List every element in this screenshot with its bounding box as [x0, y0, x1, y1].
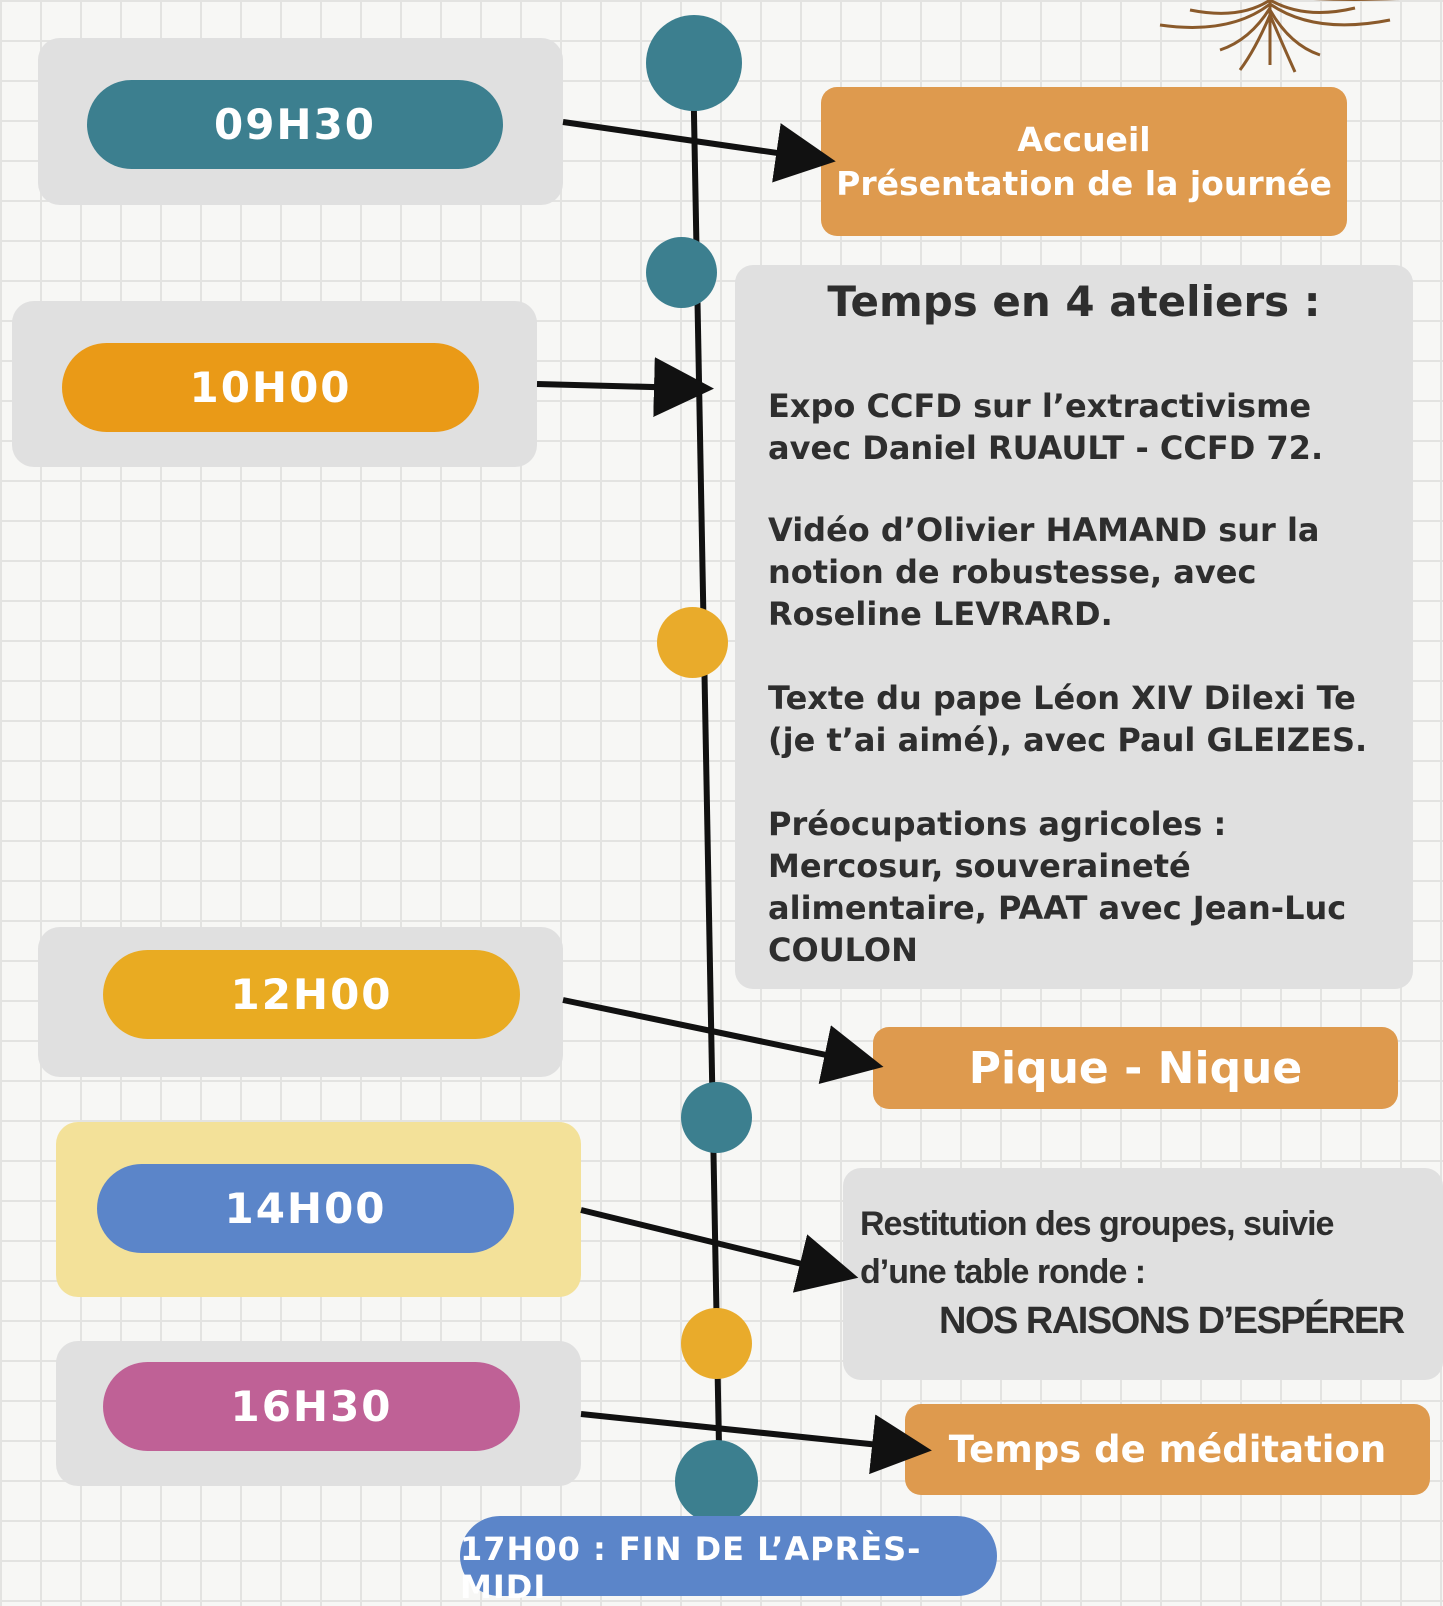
accueil-box: Accueil Présentation de la journée — [821, 87, 1347, 236]
timeline-dot-teal-2 — [646, 237, 717, 308]
restitution-highlight: NOS RAISONS D’ESPÉRER — [939, 1300, 1405, 1342]
timeline-dot-gold-1 — [657, 607, 728, 678]
timeline-dot-teal-1 — [646, 15, 742, 111]
arrow-1630 — [580, 1411, 932, 1475]
arrow-0930 — [562, 119, 836, 183]
tree-roots-decoration — [1159, 0, 1399, 73]
atelier-item-agricole: Préocupations agricoles : Mercosur, souv… — [768, 805, 1347, 969]
accueil-line1: Accueil — [1017, 119, 1151, 159]
arrow-1400 — [580, 1207, 859, 1293]
restitution-box: Restitution des groupes, suivie d’une ta… — [843, 1168, 1443, 1380]
arrow-1000 — [536, 357, 714, 418]
end-of-afternoon-pill: 17H00 : FIN DE L’APRÈS-MIDI — [460, 1516, 997, 1606]
accueil-line2: Présentation de la journée — [836, 163, 1332, 203]
time-1630-pill: 16H30 — [103, 1362, 520, 1451]
pique-nique-box: Pique - Nique — [873, 1027, 1398, 1109]
timeline-dot-gold-2 — [681, 1308, 752, 1379]
atelier-item-texte: Texte du pape Léon XIV Dilexi Te (je t’a… — [768, 679, 1368, 759]
timeline-dot-teal-3 — [681, 1082, 752, 1153]
restitution-text: Restitution des groupes, suivie d’une ta… — [860, 1205, 1334, 1291]
meditation-box: Temps de méditation — [905, 1404, 1430, 1495]
ateliers-box: Temps en 4 ateliers : Expo CCFD sur l’ex… — [735, 265, 1413, 989]
timeline-dot-teal-4 — [675, 1440, 758, 1523]
atelier-item-expo: Expo CCFD sur l’extractivisme avec Danie… — [768, 387, 1324, 467]
ateliers-title: Temps en 4 ateliers : — [827, 277, 1321, 326]
time-1000-pill: 10H00 — [62, 343, 479, 432]
atelier-item-video: Vidéo d’Olivier HAMAND sur la notion de … — [768, 511, 1320, 633]
time-1400-pill: 14H00 — [97, 1164, 514, 1253]
arrow-1200 — [562, 997, 884, 1085]
time-0930-pill: 09H30 — [87, 80, 503, 169]
time-1200-pill: 12H00 — [103, 950, 520, 1039]
